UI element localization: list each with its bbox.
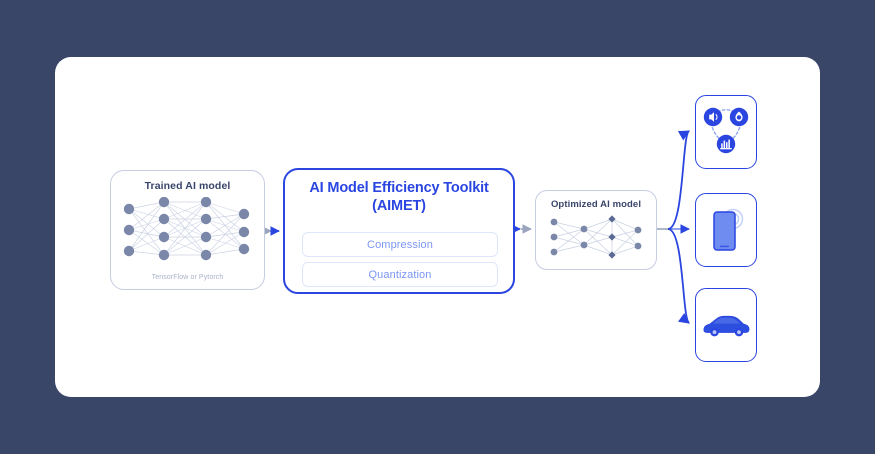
iot-sensors-icon-group: [703, 107, 749, 154]
trained-model-framework-label: TensorFlow or Pytorch: [151, 274, 224, 281]
aimet-feature-compression[interactable]: Compression: [302, 232, 498, 257]
car-icon: [703, 315, 750, 337]
trained-model-box: Trained AI model: [110, 170, 265, 290]
neural-network-sparse-graphic: [546, 215, 646, 261]
aimet-title-line2: (AIMET): [372, 197, 426, 214]
optimized-model-box: Optimized AI model: [535, 190, 657, 270]
aimet-feature-quantization[interactable]: Quantization: [302, 262, 498, 287]
target-card-automotive[interactable]: [695, 288, 757, 362]
vision-eye-icon: [729, 107, 749, 127]
smartphone-icon-group: [713, 208, 744, 251]
neural-network-dense-graphic: [119, 196, 256, 263]
target-card-smartphone[interactable]: [695, 193, 757, 267]
target-card-iot-sensors[interactable]: [695, 95, 757, 169]
speaker-icon: [703, 107, 723, 127]
aimet-title: AI Model Efficiency Toolkit (AIMET): [285, 180, 513, 216]
aimet-box: AI Model Efficiency Toolkit (AIMET) Comp…: [283, 168, 515, 294]
audio-waveform-icon: [716, 134, 736, 154]
car-icon-group: [703, 315, 750, 337]
aimet-title-line1: AI Model Efficiency Toolkit: [309, 180, 489, 196]
smartphone-icon: [713, 211, 736, 251]
trained-model-label: Trained AI model: [144, 180, 231, 192]
optimized-model-label: Optimized AI model: [550, 199, 642, 210]
